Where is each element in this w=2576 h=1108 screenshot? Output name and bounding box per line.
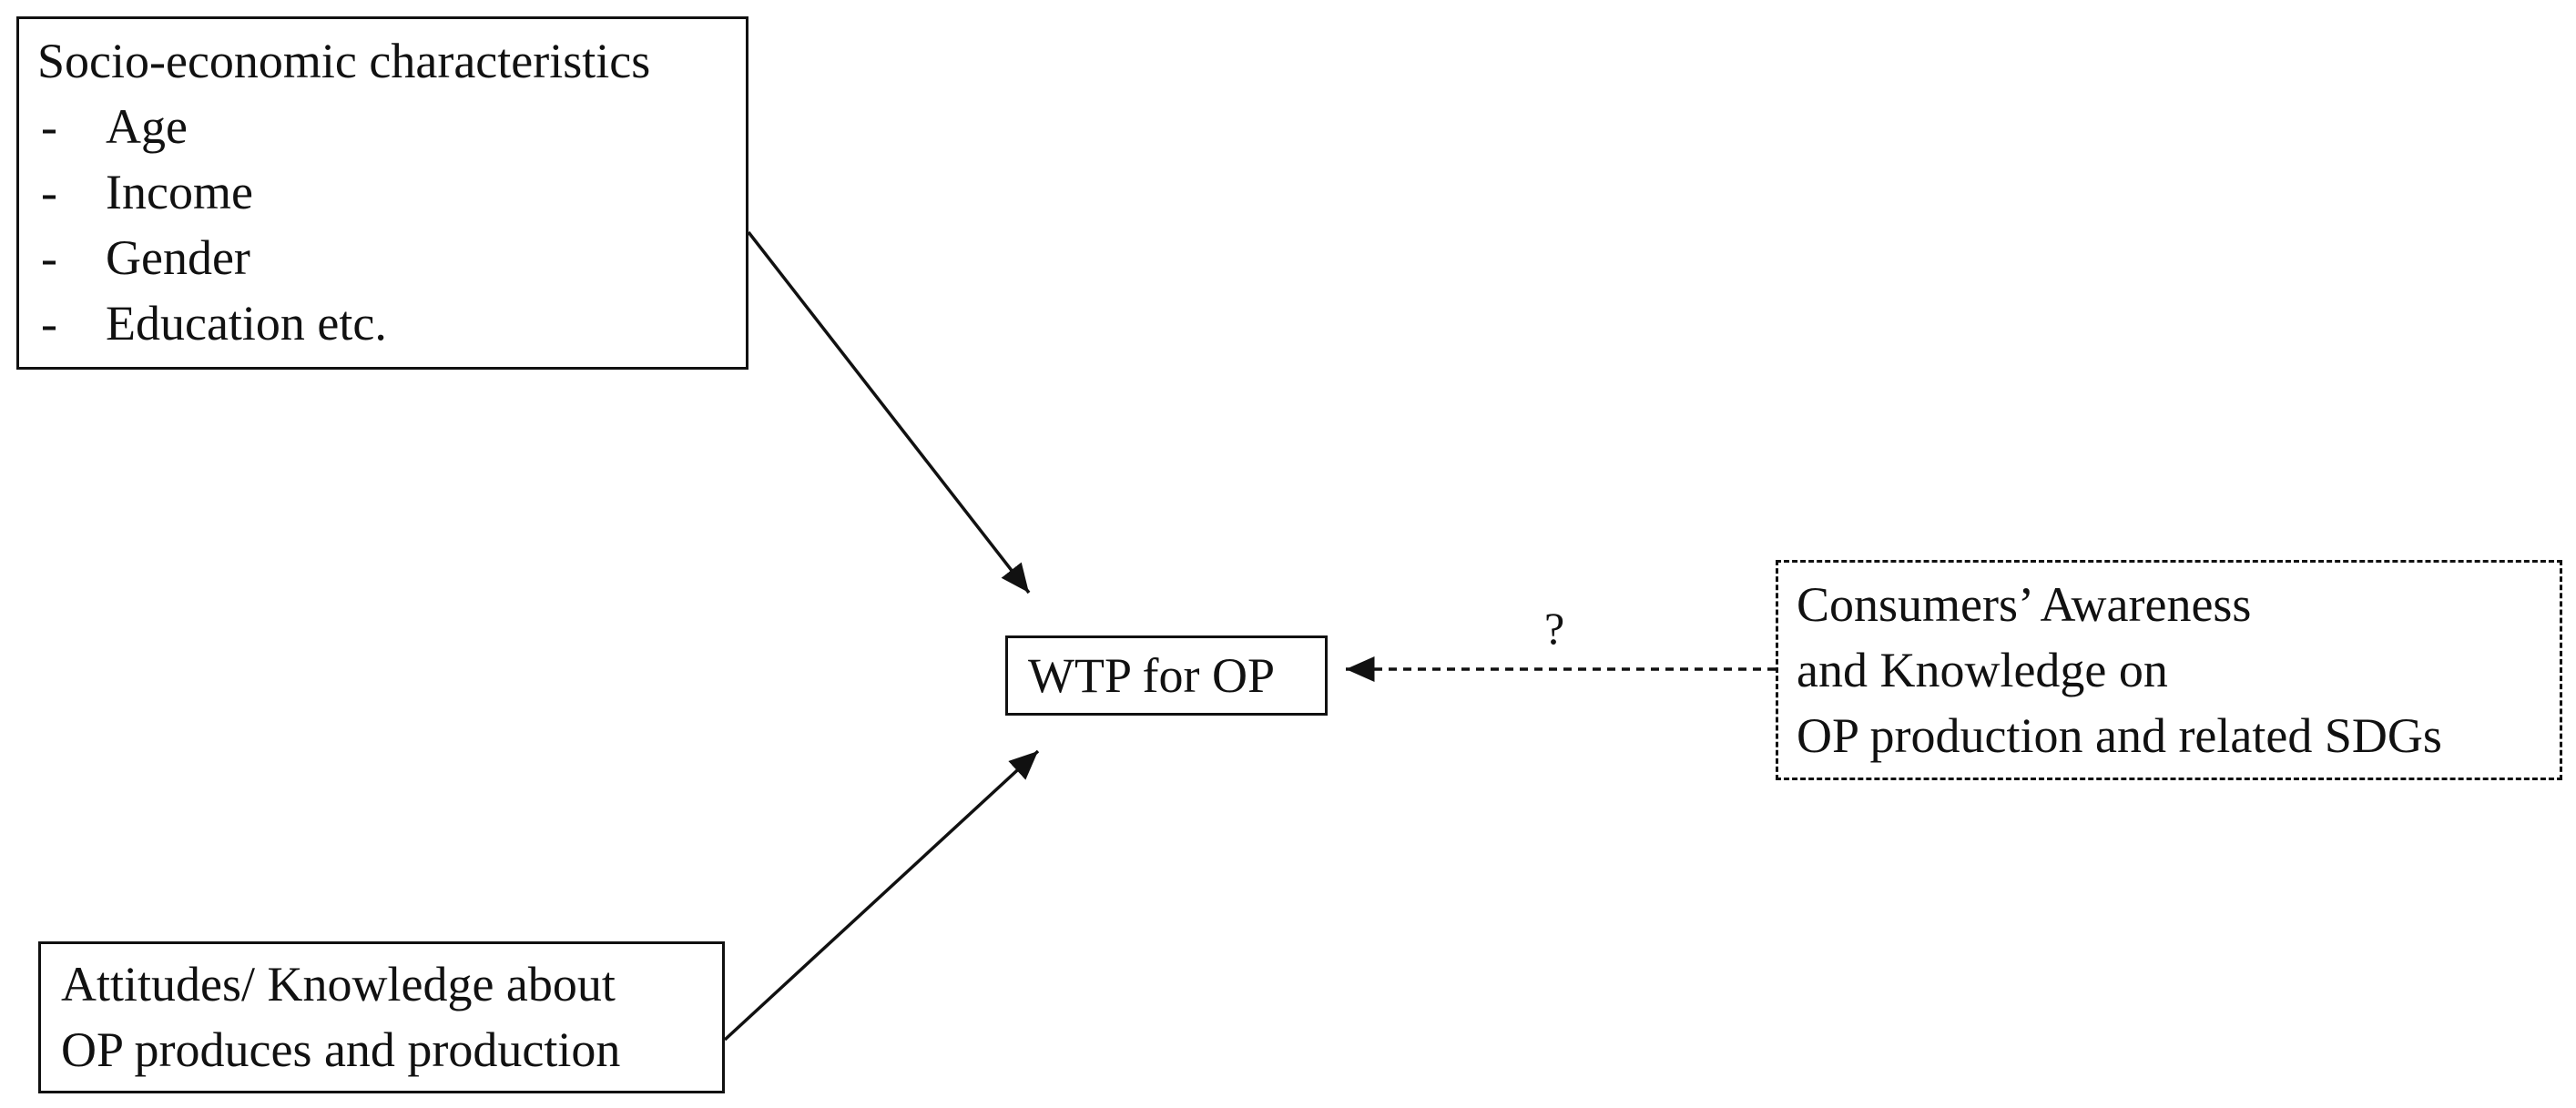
list-item-age: -Age <box>41 99 188 154</box>
awareness-line-1: Consumers’ Awareness <box>1797 577 2252 632</box>
socio-economic-title: Socio-economic characteristics <box>37 34 651 88</box>
awareness-line-2: and Knowledge on <box>1797 643 2168 697</box>
list-item-gender: -Gender <box>41 230 250 285</box>
attitudes-line-2: OP produces and production <box>61 1022 621 1077</box>
list-item-education: -Education etc. <box>41 296 387 351</box>
attitudes-box: Attitudes/ Knowledge about OP produces a… <box>38 941 725 1093</box>
socio-economic-box: Socio-economic characteristics -Age -Inc… <box>16 16 748 370</box>
wtp-box: WTP for OP <box>1005 635 1328 716</box>
attitudes-line-1: Attitudes/ Knowledge about <box>61 957 616 1011</box>
awareness-box: Consumers’ Awareness and Knowledge on OP… <box>1776 560 2562 780</box>
arrow-attitudes-to-wtp <box>723 749 1040 1042</box>
socio-economic-list: -Age -Income -Gender -Education etc. <box>37 94 746 356</box>
edge-label-question-mark: ? <box>1544 603 1565 654</box>
list-item-income: -Income <box>41 165 253 219</box>
arrow-socio-to-wtp <box>747 230 1031 595</box>
awareness-line-3: OP production and related SDGs <box>1797 708 2442 763</box>
wtp-label: WTP for OP <box>1028 648 1275 703</box>
